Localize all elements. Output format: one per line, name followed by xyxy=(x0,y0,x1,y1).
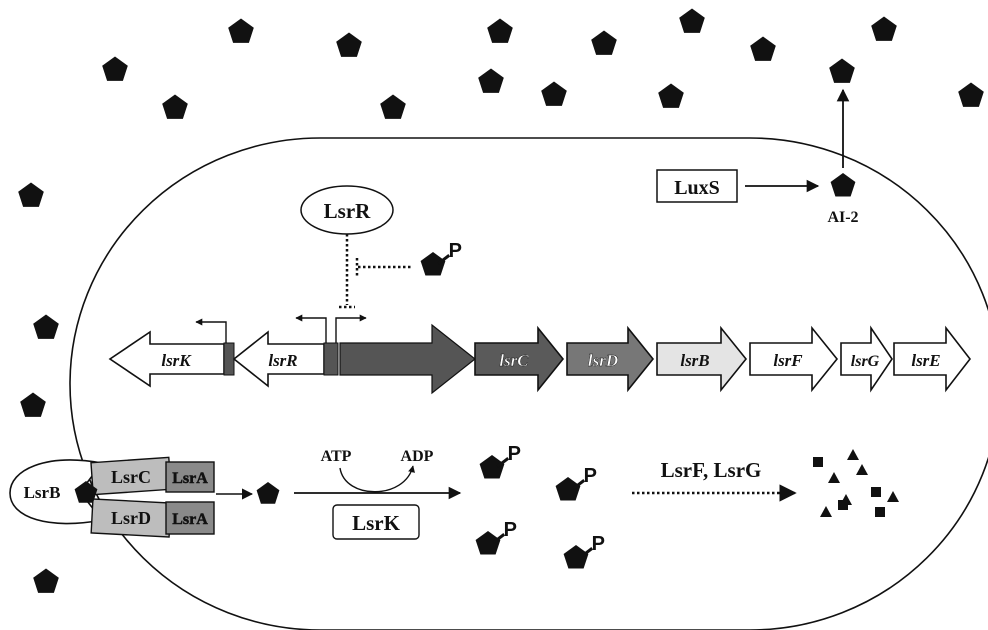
ai2-pentagon-icon xyxy=(564,545,589,569)
triangle-product-icon xyxy=(828,472,840,483)
phospho-ai2-icon: P xyxy=(480,443,521,478)
atp-label: ATP xyxy=(321,448,352,465)
phospho-p-label: P xyxy=(449,240,462,262)
ai2-pentagon-icon xyxy=(591,31,617,55)
lsrd-label: LsrD xyxy=(111,508,151,528)
promoter-block-lsrr xyxy=(324,343,338,375)
gene-lsrd-label: lsrD xyxy=(588,351,618,370)
lsra-label-top: LsrA xyxy=(172,470,208,487)
ai2-pentagon-icon xyxy=(679,9,705,33)
ai2-pentagon-icon xyxy=(336,33,362,57)
ai2-pentagon-icon xyxy=(831,173,856,197)
ai2-pentagon-icon xyxy=(556,477,581,501)
ai2-pentagon-icon xyxy=(487,19,513,43)
ai2-pentagon-icon xyxy=(829,59,855,83)
gene-lsrf-label: lsrF xyxy=(773,351,803,370)
phospho-ai2-inducer: P xyxy=(421,240,462,275)
ai2-pentagon-icon xyxy=(102,57,128,81)
lsrr-protein-label: LsrR xyxy=(324,199,372,223)
ai2-pentagon-icon xyxy=(33,315,59,339)
ai2-pentagon-icon xyxy=(257,482,280,504)
promoter-block-lsrk xyxy=(224,343,234,375)
square-product-icon xyxy=(813,457,823,467)
triangle-product-icon xyxy=(856,464,868,475)
adp-label: ADP xyxy=(401,448,434,465)
lsrb-label: LsrB xyxy=(24,483,61,502)
degradation-enzymes-label: LsrF, LsrG xyxy=(661,458,762,482)
ai2-pentagon-icon xyxy=(380,95,406,119)
luxs-label: LuxS xyxy=(674,177,720,199)
phospho-p-label: P xyxy=(584,465,597,487)
ai2-pentagon-icon xyxy=(228,19,254,43)
imported-ai2 xyxy=(257,482,280,504)
atp-adp-curve xyxy=(340,466,413,492)
lsrc-label: LsrC xyxy=(111,467,151,487)
triangle-product-icon xyxy=(887,491,899,502)
phospho-ai2-icon: P xyxy=(421,240,462,275)
phospho-ai2-icon: P xyxy=(476,519,517,554)
square-product-icon xyxy=(871,487,881,497)
ai2-pentagon-icon xyxy=(478,69,504,93)
ai2-pentagon-icon xyxy=(871,17,897,41)
lsr-operon: lsrK lsrR lsrC lsrD lsrB lsrF lsrG lsrE xyxy=(110,325,970,393)
phospho-ai2-icon: P xyxy=(564,533,605,568)
ai2-pentagon-icon xyxy=(162,95,188,119)
ai2-pentagon-icon xyxy=(33,569,59,593)
ai2-pentagon-icon xyxy=(480,455,505,479)
lsrk-kinase-label: LsrK xyxy=(352,511,401,535)
tss-arrow-lsrk xyxy=(196,322,226,343)
ai2-pentagon-icon xyxy=(958,83,984,107)
ai2-pentagon-icon xyxy=(421,252,446,276)
phospho-p-label: P xyxy=(508,443,521,465)
gene-lsrg-label: lsrG xyxy=(851,353,880,370)
phospho-ai2-icon: P xyxy=(556,465,597,500)
ai2-pentagon-icon xyxy=(750,37,776,61)
square-product-icon xyxy=(875,507,885,517)
square-product-icon xyxy=(838,500,848,510)
gene-lsrc-label: lsrC xyxy=(499,351,529,370)
ai2-pentagon-icon xyxy=(658,84,684,108)
ai2-pentagon-icon xyxy=(831,173,856,197)
tss-arrow-lsrr xyxy=(296,318,326,343)
degradation-products xyxy=(813,449,899,517)
ai2-label: AI-2 xyxy=(827,209,858,226)
phospho-ai2-molecules: P P P P xyxy=(476,443,605,568)
triangle-product-icon xyxy=(820,506,832,517)
gene-lsrk-label: lsrK xyxy=(161,351,192,370)
ai2-pentagon-icon xyxy=(20,393,46,417)
ai2-pentagon-icon xyxy=(541,82,567,106)
ai2-pentagon-icon xyxy=(476,531,501,555)
phospho-p-label: P xyxy=(504,519,517,541)
tss-arrow-lsrac xyxy=(336,318,366,343)
gene-lsrb-label: lsrB xyxy=(680,351,709,370)
intergenic-regulatory-arrow xyxy=(340,325,475,393)
gene-lsrr-label: lsrR xyxy=(268,351,297,370)
triangle-product-icon xyxy=(847,449,859,460)
ai2-pentagon-icon xyxy=(18,183,44,207)
phospho-p-label: P xyxy=(592,533,605,555)
lsra-label-bottom: LsrA xyxy=(172,511,208,528)
gene-lsre-label: lsrE xyxy=(911,351,940,370)
